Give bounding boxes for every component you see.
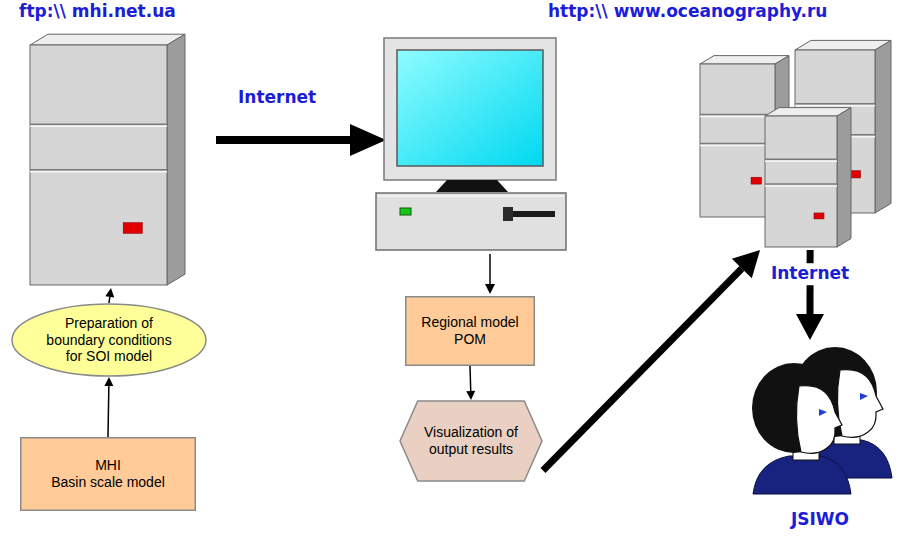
group-name: JSIWO: [745, 510, 895, 530]
ftp-server-outline: [15, 0, 207, 288]
flow-arrow: [107, 386, 109, 437]
node-label: Preparation of boundary conditions for S…: [39, 315, 179, 365]
web-servers-outline: [540, 0, 908, 250]
server-address: http:\\ www.oceanography.ru: [548, 2, 827, 22]
output-hexagon: Visualization of output results: [399, 400, 543, 482]
flow-arrow: [469, 366, 471, 391]
node-label: MHI: [95, 457, 121, 474]
node-label: Basin scale model: [51, 474, 165, 491]
edge-label: Internet: [768, 264, 852, 286]
run-arrow: [485, 254, 495, 294]
server-address: ftp:\\ mhi.net.ua: [19, 2, 176, 22]
network-label: Internet: [238, 88, 316, 108]
web-servers: http:\\ www.oceanography.ru: [540, 0, 908, 250]
computer-icon: [376, 38, 566, 250]
ftp-server: ftp:\\ mhi.net.ua: [15, 0, 207, 288]
model-box: Regional model POM: [405, 296, 535, 366]
internet-arrow: [216, 124, 386, 156]
flow-arrow: [543, 269, 742, 471]
flow-arrow: [108, 297, 110, 303]
model-box: MHIBasin scale model: [20, 437, 196, 511]
node-label: Regional model POM: [414, 314, 526, 348]
users-icon: JSIWO: [745, 340, 895, 532]
node-label: Visualization of output results: [419, 424, 523, 458]
process-ellipse: Preparation of boundary conditions for S…: [11, 303, 207, 377]
users-icon-outline: [745, 340, 895, 532]
